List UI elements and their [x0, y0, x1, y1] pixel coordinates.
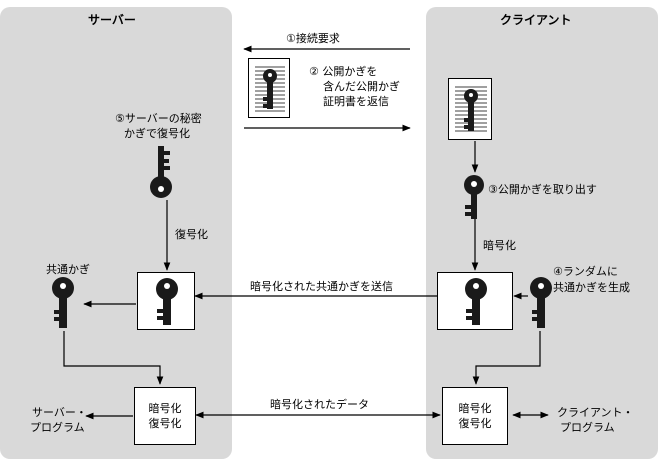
server-encrypt-text: 暗号化: [148, 402, 182, 415]
server-panel: [0, 7, 232, 459]
server-crypto-box: 暗号化 復号化: [134, 387, 196, 445]
client-certificate-box: [448, 78, 492, 140]
client-title: クライアント: [500, 13, 572, 27]
client-program-label-1: クライアント・: [557, 406, 634, 419]
key-icon: [530, 277, 552, 328]
client-encrypted-key-box: [437, 272, 513, 330]
client-encrypt-text: 暗号化: [458, 402, 492, 415]
client-encrypt-label: 暗号化: [483, 239, 516, 252]
return-cert-label-2: 含んだ公開かぎ: [323, 80, 400, 93]
return-cert-label-3: 証明書を返信: [323, 95, 389, 108]
client-decrypt-text: 復号化: [458, 417, 492, 430]
server-secret-key-label-2: かぎで復号化: [124, 127, 190, 140]
server-common-key-flow: [63, 331, 164, 385]
encrypted-data-label: 暗号化されたデータ: [270, 398, 369, 411]
key-icon: [150, 146, 172, 198]
certificate-box: [248, 58, 290, 118]
certificate-icon: [455, 86, 487, 132]
server-title: サーバー: [88, 13, 136, 27]
client-random-label-1: ④ランダムに: [553, 265, 618, 278]
key-icon: [464, 175, 484, 219]
server-common-key-label: 共通かぎ: [46, 263, 90, 276]
key-icon: [465, 278, 487, 325]
client-common-key-flow: [472, 331, 541, 385]
server-secret-key-label-1: ⑤サーバーの秘密: [115, 112, 202, 125]
client-extract-label: ③公開かぎを取り出す: [488, 183, 597, 196]
client-random-label-2: 共通かぎを生成: [553, 281, 630, 294]
server-encrypted-key-box: [137, 272, 195, 330]
connect-request-label: ①接続要求: [286, 32, 340, 45]
certificate-icon: [255, 66, 285, 112]
server-program-label-2: プログラム: [30, 421, 85, 434]
server-program-label-1: サーバー・: [32, 406, 87, 419]
server-decrypt-label: 復号化: [175, 228, 208, 241]
key-icon: [156, 278, 178, 325]
send-encrypted-key-label: 暗号化された共通かぎを送信: [250, 280, 393, 293]
client-crypto-box: 暗号化 復号化: [442, 387, 508, 445]
key-icon: [52, 277, 74, 328]
return-cert-label-1: ② 公開かぎを: [309, 65, 378, 78]
client-program-label-2: プログラム: [560, 421, 615, 434]
server-decrypt-text: 復号化: [148, 417, 182, 430]
